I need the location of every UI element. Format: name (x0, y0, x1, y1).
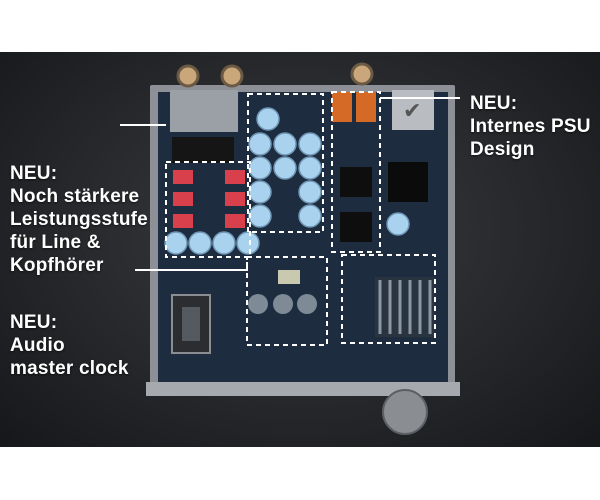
output-chip (172, 137, 234, 163)
leader-line-master-clock (135, 262, 248, 271)
input-connector-block (170, 90, 238, 132)
orange-jack-1 (332, 92, 352, 122)
psu-module (392, 90, 434, 130)
callout-line: Noch stärkere (10, 186, 140, 207)
inductor-2 (340, 212, 372, 242)
rca-jack-left (176, 64, 200, 88)
amplifier-internals-illustration: ✔ (120, 62, 460, 435)
capacitors (164, 107, 410, 255)
callout-line: master clock (10, 358, 129, 379)
callout-line: Design (470, 139, 535, 160)
front-panel (146, 382, 460, 396)
product-photo: ✔ (0, 52, 600, 447)
callout-power-stage: NEU: Noch stärkere Leistungsstufe für Li… (10, 162, 148, 277)
callout-line: für Line & (10, 232, 101, 253)
inductor-1 (340, 167, 372, 197)
red-relays (173, 170, 245, 228)
callout-line: Kopfhörer (10, 255, 104, 276)
clock-components (248, 270, 317, 314)
callout-heading: NEU: (10, 163, 58, 184)
highlight-power-stage-caps (247, 93, 324, 233)
callout-line: Internes PSU (470, 116, 591, 137)
check-mark-icon: ✔ (403, 99, 421, 124)
callout-line: Audio (10, 335, 65, 356)
volume-knob (382, 389, 428, 435)
callout-heading: NEU: (10, 312, 58, 333)
rca-jack-right (220, 64, 244, 88)
highlight-power-stage-relays (165, 161, 251, 258)
rca-jack-digital (350, 62, 374, 86)
headphone-jack (171, 294, 211, 354)
callout-master-clock: NEU: Audio master clock (10, 311, 129, 380)
callout-psu: NEU: Internes PSU Design (470, 92, 591, 161)
highlight-master-clock (246, 256, 328, 346)
callout-heading: NEU: (470, 93, 518, 114)
highlight-psu-upper (331, 91, 381, 253)
orange-jack-2 (356, 92, 376, 122)
dsp-chip (388, 162, 428, 202)
heatsink (375, 277, 435, 337)
highlight-psu (341, 254, 436, 344)
callout-line: Leistungsstufe (10, 209, 148, 230)
